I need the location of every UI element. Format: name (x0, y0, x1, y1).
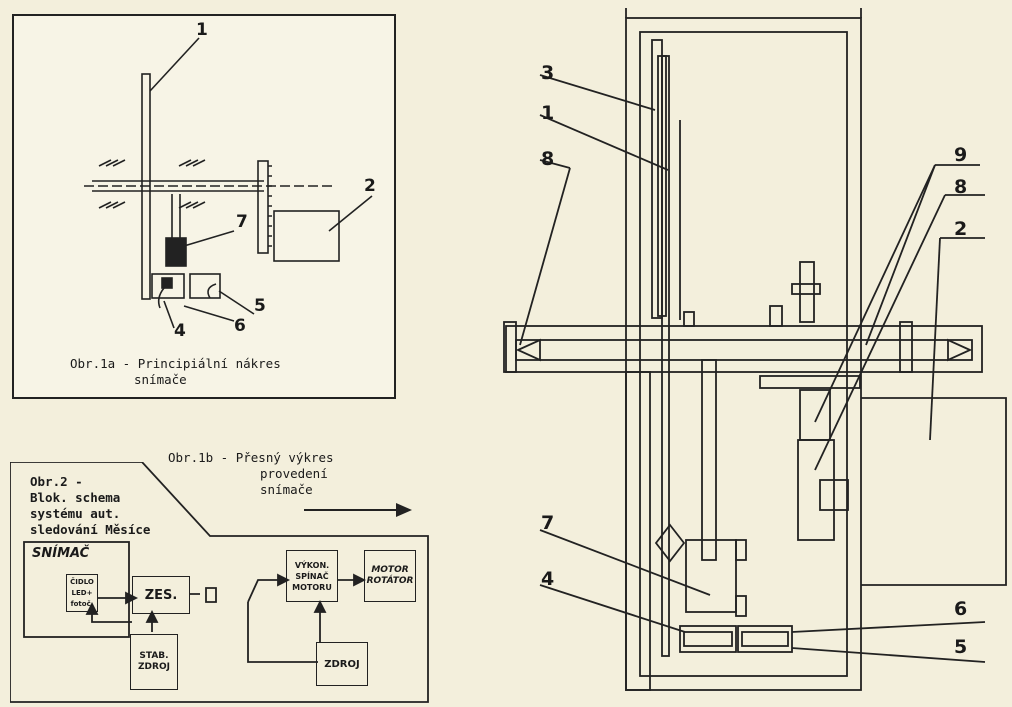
figure-1b-caption-line2: provedení (260, 466, 328, 481)
figure-1b-caption-line1: Obr.1b - Přesný výkres (168, 450, 334, 465)
vykon-line2: SPÍNAČ (295, 571, 329, 581)
label-5: 5 (254, 296, 266, 316)
snimac-label: SNÍMAČ (32, 546, 90, 561)
vykon-line1: VÝKON. (294, 560, 330, 570)
zes-block: ZES. (132, 576, 190, 614)
zdroj-label: ZDROJ (324, 658, 360, 670)
fig1b-label-4: 4 (541, 568, 555, 590)
fig1b-label-6: 6 (954, 598, 968, 620)
figure-2-caption-line4: sledování Měsíce (30, 522, 151, 537)
zes-label: ZES. (144, 587, 178, 603)
stab-line2: ZDROJ (138, 662, 170, 672)
cidlo-line1: ČIDLO (70, 577, 94, 586)
label-4: 4 (174, 321, 186, 341)
label-1: 1 (196, 20, 208, 40)
fig1b-label-9: 9 (954, 144, 968, 166)
motor-rotator-block: MOTOR ROTÁTOR (364, 550, 416, 602)
label-2: 2 (364, 176, 376, 196)
fig1b-label-8-left: 8 (541, 148, 555, 170)
figure-1a-drawing (84, 37, 373, 329)
vykon-spinac-block: VÝKON. SPÍNAČ MOTORU (286, 550, 338, 602)
figure-2-caption-line3: systému aut. (30, 506, 121, 521)
cidlo-block: ČIDLO LED+ fotoč. (66, 574, 98, 612)
figure-2-caption-line1: Obr.2 - (30, 474, 83, 489)
label-7: 7 (236, 212, 248, 232)
fig1b-label-7: 7 (541, 512, 555, 534)
fig1b-label-3: 3 (541, 62, 555, 84)
stab-line1: STAB. (139, 651, 169, 661)
figure-2-panel: Obr.2 - Blok. schema systému aut. sledov… (10, 462, 430, 704)
label-6: 6 (234, 316, 246, 336)
figure-1a-panel: 1 2 7 5 6 4 Obr.1a - Principiální nákres… (12, 14, 396, 399)
stab-zdroj-block: STAB. ZDROJ (130, 634, 178, 690)
figure-1b-caption-line3: snímače (260, 482, 313, 497)
cidlo-line2: LED+ (71, 588, 93, 597)
figure-1b-drawing (503, 8, 1007, 691)
figure-1a-caption-line1: Obr.1a - Principiální nákres (70, 356, 281, 371)
vykon-line3: MOTORU (292, 582, 332, 592)
fig1b-label-1: 1 (541, 102, 555, 124)
fig1b-label-5: 5 (954, 636, 968, 658)
figure-2-caption-line2: Blok. schema (30, 490, 121, 505)
motor-line2: ROTÁTOR (366, 576, 414, 586)
arrow-right-icon (304, 503, 412, 517)
motor-line1: MOTOR (371, 565, 409, 575)
cidlo-line3: fotoč. (70, 599, 94, 608)
figure-1a-caption-line2: snímače (134, 372, 187, 387)
fig1b-label-8-right: 8 (954, 176, 968, 198)
zdroj-block: ZDROJ (316, 642, 368, 686)
fig1b-label-2: 2 (954, 218, 968, 240)
